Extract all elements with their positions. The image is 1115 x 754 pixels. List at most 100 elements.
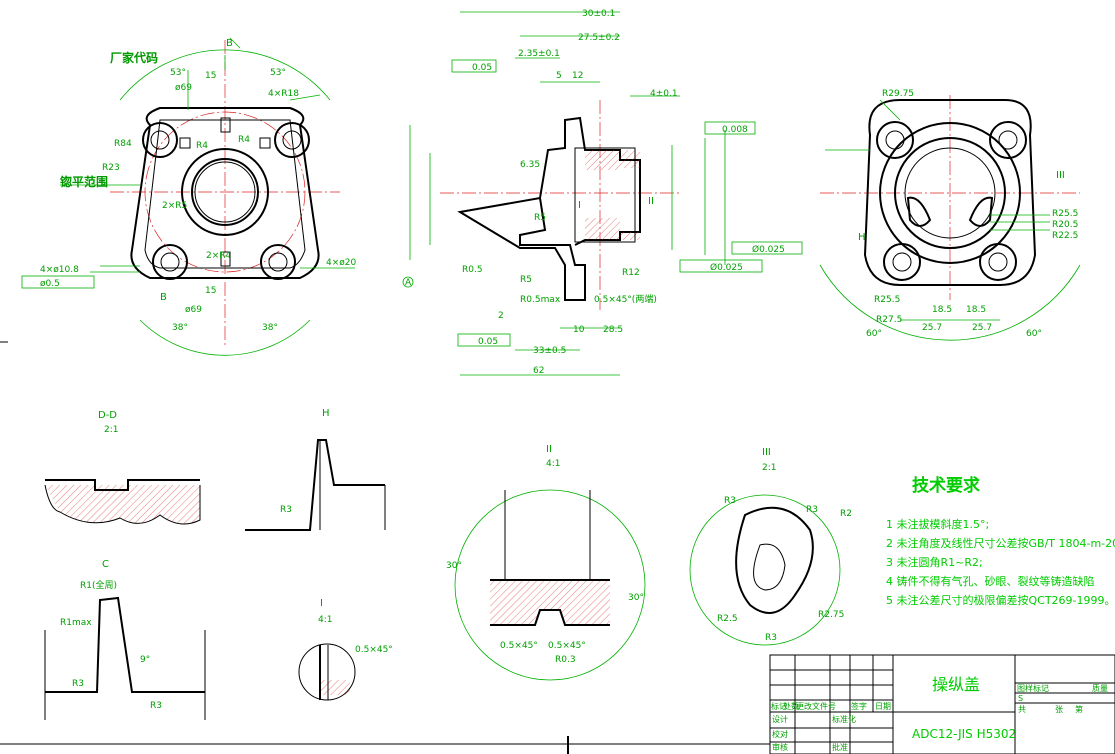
svg-text:53°: 53° xyxy=(170,68,186,78)
svg-text:R0.5: R0.5 xyxy=(462,265,483,275)
detail-ii: II 4:1 30° 30° 0.5×45° 0.5×45° R0.3 xyxy=(446,444,646,681)
svg-text:Ø0.025: Ø0.025 xyxy=(710,262,743,273)
svg-text:审核: 审核 xyxy=(772,742,788,752)
svg-text:38°: 38° xyxy=(172,323,188,333)
svg-text:1 未注拔模斜度1.5°;: 1 未注拔模斜度1.5°; xyxy=(886,517,989,531)
view-b2-label: B xyxy=(160,292,167,303)
front-view xyxy=(60,37,355,356)
svg-text:2 未注角度及线性尺寸公差按GB/T 1804-m-200: 2 未注角度及线性尺寸公差按GB/T 1804-m-2000; xyxy=(886,536,1115,550)
svg-text:9°: 9° xyxy=(140,655,150,665)
svg-text:18.5: 18.5 xyxy=(932,305,952,315)
svg-text:0.5×45°: 0.5×45° xyxy=(500,641,538,651)
svg-text:15: 15 xyxy=(205,71,216,81)
svg-text:D-D: D-D xyxy=(98,410,117,421)
view-iii-marker: III xyxy=(1056,170,1065,181)
svg-text:30±0.1: 30±0.1 xyxy=(582,9,615,19)
svg-text:R0.3: R0.3 xyxy=(555,655,576,665)
detail-h: H R3 xyxy=(245,408,386,531)
svg-text:签字: 签字 xyxy=(851,701,867,711)
detail-c: C R1(全周) R1max 9° R3 R3 xyxy=(44,559,206,720)
svg-text:校对: 校对 xyxy=(772,729,788,739)
svg-text:4×ø20: 4×ø20 xyxy=(326,258,356,268)
material: ADC12-JIS H5302 xyxy=(912,727,1016,741)
svg-text:18.5: 18.5 xyxy=(966,305,986,315)
svg-text:更改文件号: 更改文件号 xyxy=(796,701,836,711)
rear-view xyxy=(819,95,1081,341)
svg-text:Ø0.025: Ø0.025 xyxy=(752,244,785,255)
svg-text:A: A xyxy=(405,278,412,288)
svg-text:R5: R5 xyxy=(520,275,532,285)
svg-text:标记: 标记 xyxy=(771,701,787,711)
svg-text:R3: R3 xyxy=(806,505,818,515)
svg-text:53°: 53° xyxy=(270,68,286,78)
view-h-marker: H xyxy=(858,232,866,243)
svg-text:33±0.5: 33±0.5 xyxy=(533,346,566,356)
svg-text:12: 12 xyxy=(572,71,583,81)
part-name: 操纵盖 xyxy=(932,675,980,694)
svg-text:R0.5max: R0.5max xyxy=(520,295,561,305)
svg-text:4:1: 4:1 xyxy=(546,459,560,469)
svg-text:60°: 60° xyxy=(1026,329,1042,339)
svg-text:0.05: 0.05 xyxy=(478,337,498,347)
svg-text:R84: R84 xyxy=(114,139,132,149)
maker-code-label: 厂家代码 xyxy=(110,50,158,65)
svg-text:25.7: 25.7 xyxy=(972,323,992,333)
detail-iii: III 2:1 R3 R3 R2 R2.75 R2.5 R3 xyxy=(689,447,852,646)
svg-text:批准: 批准 xyxy=(832,742,848,752)
svg-text:38°: 38° xyxy=(262,323,278,333)
flat-range-label: 锪平范围 xyxy=(60,174,108,189)
svg-text:ø69: ø69 xyxy=(185,305,202,315)
view-b-label: B xyxy=(226,38,233,49)
svg-text:25.7: 25.7 xyxy=(922,323,942,333)
svg-text:2×R5: 2×R5 xyxy=(162,201,187,211)
svg-text:30°: 30° xyxy=(628,593,644,603)
svg-text:R25.5: R25.5 xyxy=(1052,209,1078,219)
svg-text:R4: R4 xyxy=(238,135,250,145)
svg-text:II: II xyxy=(546,444,552,455)
svg-text:R4: R4 xyxy=(196,141,208,151)
svg-text:R2.5: R2.5 xyxy=(717,614,738,624)
svg-text:10: 10 xyxy=(573,325,585,335)
rear-view-labels: R29.75 R25.5 R20.5 R22.5 R25.5 R27.5 18.… xyxy=(858,89,1078,339)
svg-text:R22.5: R22.5 xyxy=(1052,231,1078,241)
svg-text:15: 15 xyxy=(205,286,216,296)
svg-text:III: III xyxy=(762,447,771,458)
svg-text:2:1: 2:1 xyxy=(762,463,776,473)
svg-text:5: 5 xyxy=(556,71,562,81)
svg-text:R23: R23 xyxy=(102,163,120,173)
tech-title: 技术要求 xyxy=(912,475,980,496)
svg-text:图样标记: 图样标记 xyxy=(1017,683,1049,693)
svg-text:30°: 30° xyxy=(446,561,462,571)
svg-text:ø69: ø69 xyxy=(175,83,192,93)
svg-text:0.5×45°: 0.5×45° xyxy=(548,641,586,651)
svg-text:R3: R3 xyxy=(765,633,777,643)
section-view xyxy=(409,11,726,376)
svg-text:0.008: 0.008 xyxy=(722,125,748,135)
svg-text:R3: R3 xyxy=(724,496,736,506)
svg-text:4×R18: 4×R18 xyxy=(268,89,299,99)
svg-text:2.35±0.1: 2.35±0.1 xyxy=(518,49,560,59)
view-ii-marker: II xyxy=(648,196,654,207)
svg-text:3 未注圆角R1~R2;: 3 未注圆角R1~R2; xyxy=(886,555,983,569)
svg-text:R3: R3 xyxy=(72,679,84,689)
svg-text:R12: R12 xyxy=(622,268,640,278)
svg-text:0.5×45°(两端): 0.5×45°(两端) xyxy=(594,293,657,305)
svg-text:2×R4: 2×R4 xyxy=(206,251,232,261)
svg-text:C: C xyxy=(102,559,109,570)
svg-text:27.5±0.2: 27.5±0.2 xyxy=(578,33,620,43)
front-view-labels: 厂家代码 锪平范围 B B 53° 53° ø69 15 4×R18 R84 R… xyxy=(21,38,356,333)
svg-text:4:1: 4:1 xyxy=(318,615,332,625)
svg-text:6.35: 6.35 xyxy=(520,160,540,170)
title-block: 标记 处数 更改文件号 签字 日期 设计 校对 审核 标准化 批准 操纵盖 AD… xyxy=(769,654,1115,754)
svg-text:60°: 60° xyxy=(866,329,882,339)
svg-text:R27.5: R27.5 xyxy=(876,315,902,325)
view-i-marker: I xyxy=(578,200,581,211)
svg-text:2:1: 2:1 xyxy=(104,425,118,435)
svg-text:5 未注公差尺寸的极限偏差按QCT269-1999。: 5 未注公差尺寸的极限偏差按QCT269-1999。 xyxy=(886,593,1115,607)
detail-i: I 4:1 0.5×45° xyxy=(298,598,393,701)
svg-text:共: 共 xyxy=(1018,705,1026,714)
svg-text:4×ø10.8: 4×ø10.8 xyxy=(40,265,79,275)
svg-text:R20.5: R20.5 xyxy=(1052,220,1078,230)
svg-text:R3: R3 xyxy=(280,505,292,515)
